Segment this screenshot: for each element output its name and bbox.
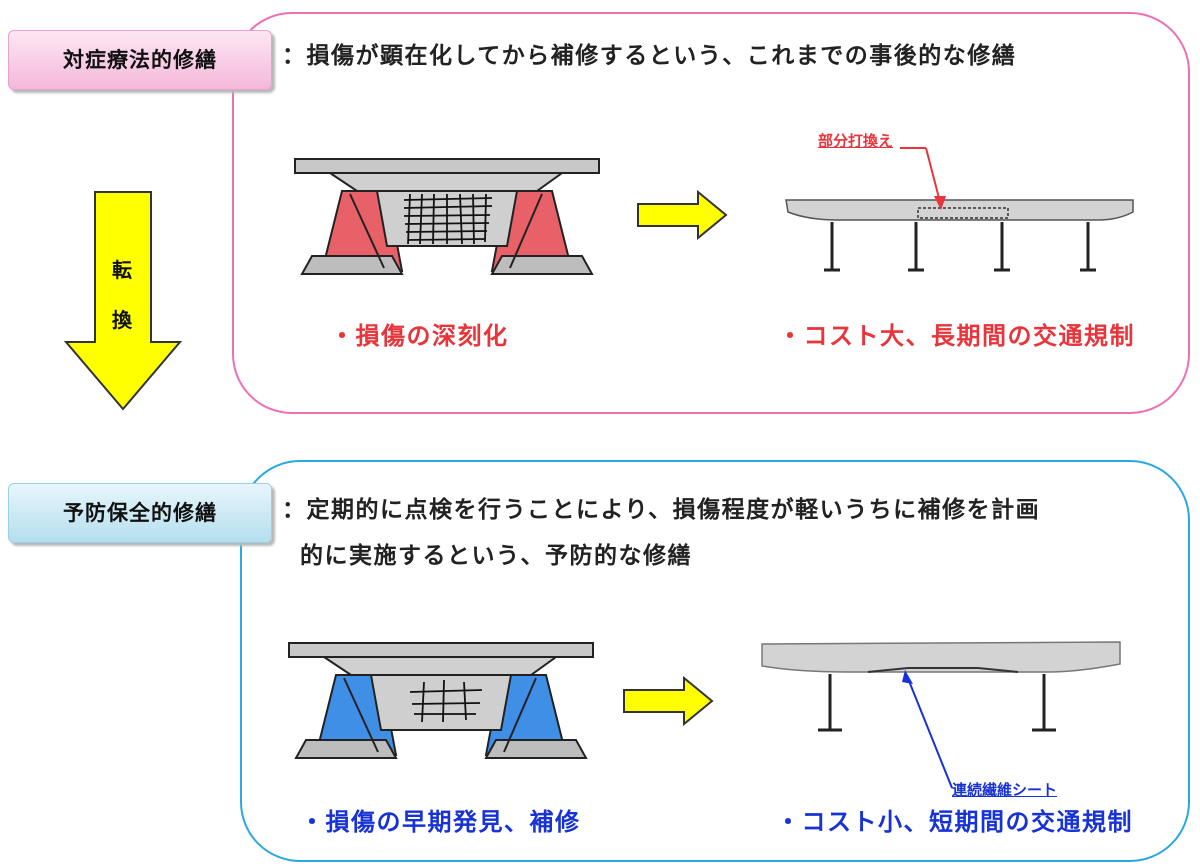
damaged-girder-cross-section xyxy=(294,158,600,275)
red-callout-arrow-icon xyxy=(900,147,946,210)
partial-replacement-label: 部分打換え xyxy=(818,132,894,150)
transition-char-2: 換 xyxy=(112,308,132,332)
damage-severity-caption: ・損傷の深刻化 xyxy=(330,322,509,350)
reactive-repair-description: ：損傷が顕在化してから補修するという、これまでの事後的な修繕 xyxy=(282,43,1017,69)
bridge-elevation-partial-replacement xyxy=(785,199,1134,272)
preventive-maintenance-tag: 予防保全的修繕 xyxy=(8,483,272,543)
reactive-repair-tag: 対症療法的修繕 xyxy=(8,30,272,90)
preventive-description-line-2: 的に実施するという、予防的な修繕 xyxy=(300,543,692,569)
bottom-right-arrow-icon xyxy=(623,676,714,726)
high-cost-caption: ・コスト大、長期間の交通規制 xyxy=(778,322,1135,350)
fiber-sheet-label: 連続繊維シート xyxy=(952,781,1058,799)
transition-char-1: 転 xyxy=(112,258,132,282)
bridge-elevation-fiber-sheet xyxy=(761,641,1121,732)
early-detection-caption: ・損傷の早期発見、補修 xyxy=(300,808,581,836)
blue-callout-arrow-icon xyxy=(902,670,953,789)
preventive-description-line-1: ：定期的に点検を行うことにより、損傷程度が軽いうちに補修を計画 xyxy=(282,497,1041,523)
transition-down-arrow-icon xyxy=(63,191,183,411)
early-damage-girder-cross-section xyxy=(288,642,594,759)
low-cost-caption: ・コスト小、短期間の交通規制 xyxy=(776,808,1133,836)
top-right-arrow-icon xyxy=(637,190,728,240)
